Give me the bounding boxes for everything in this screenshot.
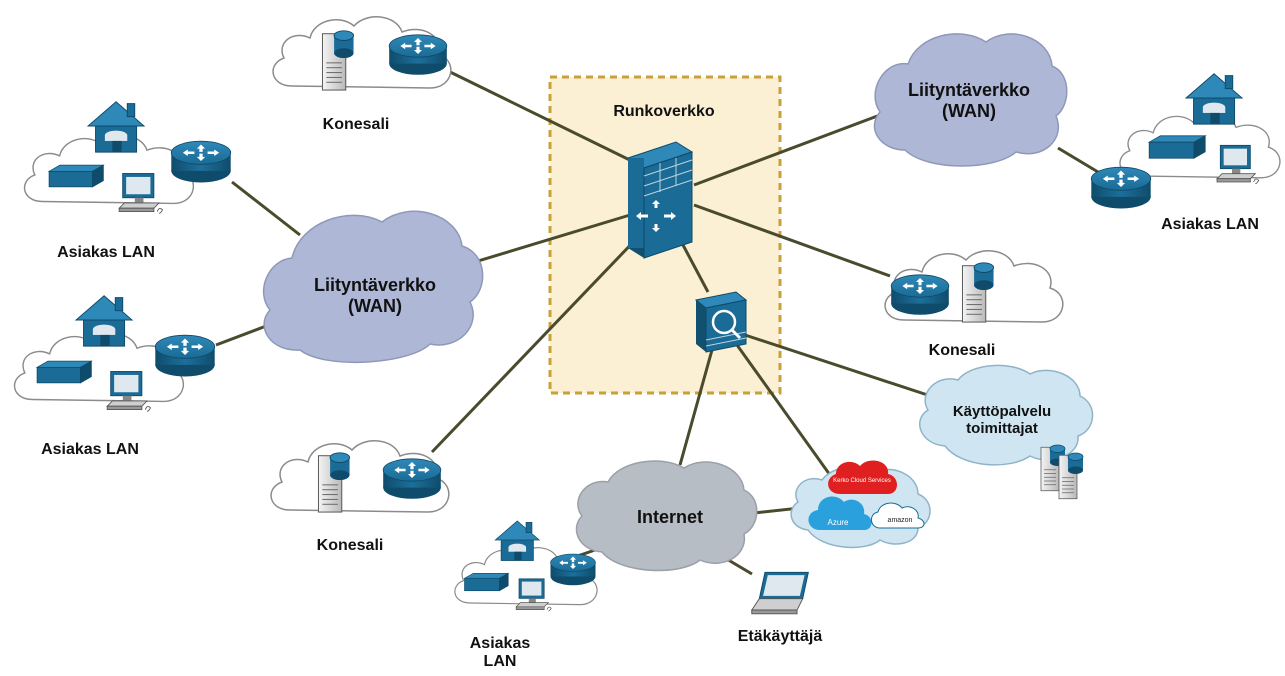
switch-icon: [464, 572, 509, 592]
wan-left-label: Liityntäverkko (WAN): [290, 275, 460, 316]
security-appliance: [694, 291, 748, 353]
azure-cloud-logo: [808, 496, 872, 530]
link-internet: [678, 349, 714, 466]
router-icon: [170, 140, 232, 183]
link-lan-top-left: [231, 180, 301, 237]
konesali-right-label: Konesali: [928, 342, 996, 359]
wan-left-line2: (WAN): [348, 295, 402, 316]
remote-user-label: Etäkäyttäjä: [737, 628, 823, 645]
cloud-logos: Kerko Cloud Services Azure amazon: [808, 460, 925, 530]
router-icon: [388, 34, 448, 76]
amazon-logo-text: amazon: [888, 517, 913, 524]
lan-bottom-line1: Asiakas: [469, 635, 531, 652]
red-cloud-logo: [828, 460, 897, 494]
link-core-firewall: [681, 244, 710, 293]
lan-top-left-label: Asiakas LAN: [57, 244, 155, 261]
link-konesali-top: [445, 68, 641, 167]
link-lan-right: [1057, 146, 1099, 174]
laptop-icon: [751, 571, 809, 615]
switch-icon: [36, 360, 92, 384]
konesali-top-label: Konesali: [322, 116, 390, 133]
router-icon: [550, 553, 596, 586]
switch-icon: [1148, 135, 1206, 159]
service-providers-line1: Käyttöpalvelu: [952, 403, 1052, 420]
core-firewall-router: [626, 141, 694, 259]
link-wan-right: [693, 113, 881, 187]
link-public-cloud: [735, 344, 832, 476]
link-service-providers: [744, 333, 959, 407]
magnifier-icon: [711, 309, 737, 335]
wan-cloud-left: [262, 210, 484, 364]
service-providers-line2: toimittajat: [966, 420, 1038, 438]
wan-cloud-right: [873, 33, 1068, 167]
router-icon: [382, 458, 442, 500]
router-icon: [154, 334, 216, 377]
router-icon: [1090, 166, 1152, 209]
internet-cloud: [575, 460, 758, 572]
core-network-title: Runkoverkko: [613, 103, 715, 120]
lan-right-label: Asiakas LAN: [1161, 216, 1259, 233]
link-konesali-right: [693, 203, 891, 278]
house-icon: [494, 520, 540, 561]
lan-bottom-line2: LAN: [483, 653, 517, 671]
red-cloud-text: Kerko Cloud Services: [833, 478, 891, 484]
link-wan-left-core: [454, 213, 631, 270]
wan-right-line1: Liityntäverkko: [907, 80, 1031, 100]
service-provider-cloud: [918, 364, 1094, 466]
house-icon: [87, 101, 145, 153]
konesali-bottom-label: Konesali: [316, 537, 384, 554]
house-icon: [1185, 73, 1243, 125]
amazon-cloud-logo: [871, 502, 925, 529]
server-icon: [1058, 452, 1084, 500]
lan-bottom-label: Asiakas LAN: [450, 635, 550, 672]
service-providers-label: Käyttöpalvelu toimittajat: [932, 403, 1072, 438]
router-icon: [890, 274, 950, 316]
wan-right-label: Liityntäverkko (WAN): [884, 80, 1054, 121]
internet-label: Internet: [636, 507, 703, 527]
lan-bottom-left-label: Asiakas LAN: [41, 441, 139, 458]
azure-logo-text: Azure: [828, 518, 849, 527]
switch-icon: [48, 164, 104, 188]
wan-left-line1: Liityntäverkko: [313, 275, 437, 295]
link-konesali-bottom: [430, 233, 642, 454]
house-icon: [75, 295, 133, 347]
wan-right-line2: (WAN): [942, 100, 996, 121]
